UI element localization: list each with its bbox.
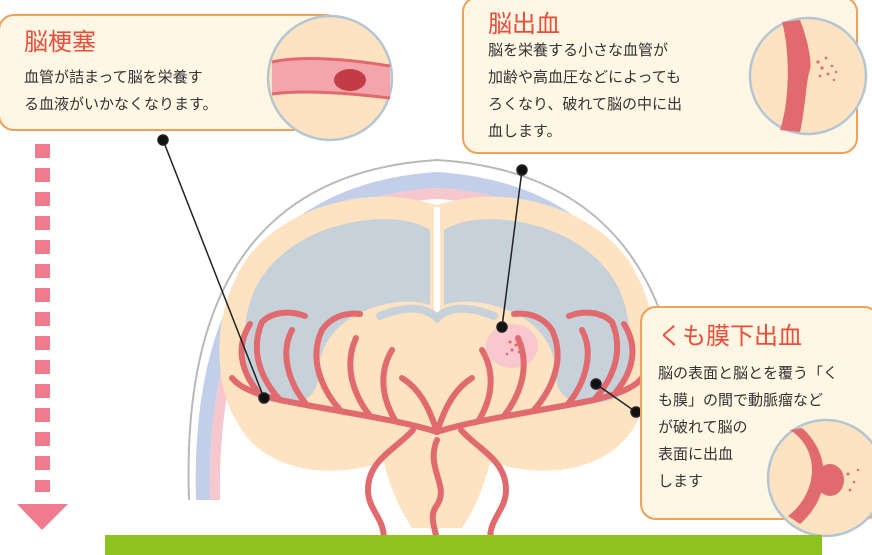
infarction-line: る血液がいかなくなります。 [24,95,218,113]
right-aca [434,375,475,435]
hemorrhage-line: 血します。 [488,122,562,140]
brain-gray-band [244,219,630,403]
left-branch-5 [253,309,308,403]
hemorrhage-description: 脳を栄養する小さな血管が 加齢や高血圧などによっても ろくなり、破れて脳の中に出… [488,37,682,145]
right-mca-trunk [434,375,645,435]
left-branch-3 [313,310,363,413]
right-branch-4 [565,327,591,407]
subarachnoid-line: します [658,472,704,490]
cerebral-arteries [229,309,645,549]
hemorrhage-title: 脳出血 [488,10,560,38]
right-branch-1 [476,347,494,423]
pointer-lines [157,134,642,418]
brain-cross-section [219,196,655,529]
hemorrhage-line: ろくなり、破れて脳の中に出 [488,95,682,113]
infarction-description: 血管が詰まって脳を栄養す る血液がいかなくなります。 [24,64,218,118]
infarction-target-dot [258,392,270,404]
aneurysm-icon [766,418,872,538]
infarction-pointer-dot [157,134,169,146]
left-branch-4 [283,327,309,407]
subarachnoid-line: 脳の表面と脳とを覆う「く [658,364,839,382]
infarction-pointer-line [162,139,265,399]
bottom-banner [105,535,822,555]
right-branch-2 [501,335,527,419]
hemorrhage-pointer-dot [516,164,528,176]
left-mca-trunk [229,375,440,435]
left-carotid [365,427,416,548]
hemorrhage-target-dot [496,321,508,333]
subarachnoid-line: が破れて脳の [658,418,748,436]
left-branch-6 [238,321,261,395]
left-branch-1 [380,347,398,423]
subarachnoid-title: くも膜下出血 [658,322,802,350]
hemorrhage-line: 加齢や高血圧などによっても [488,68,682,86]
right-branch-5 [566,309,621,403]
right-branch-6 [613,321,636,395]
left-aca [399,375,440,435]
subarachnoid-line: 表面に出血 [658,445,734,463]
hemorrhage-line: 脳を栄養する小さな血管が [488,41,669,59]
right-carotid [458,427,509,548]
ruptured-vessel-icon [748,16,868,136]
dashed-down-arrow-icon [17,144,68,530]
clogged-vessel-icon [266,14,394,142]
infarction-title: 脳梗塞 [24,28,96,56]
midline-fissure [434,207,440,315]
subarachnoid-target-dot [590,378,602,390]
subarachnoid-description: 脳の表面と脳とを覆う「く も膜」の間で動脈瘤など が破れて脳の 表面に出血 しま… [658,360,838,495]
ventricle-lines [376,304,498,324]
right-branch-3 [511,310,561,413]
basilar-artery [429,437,444,549]
left-branch-2 [347,335,373,419]
subarachnoid-pointer-line [595,383,637,413]
hemorrhage-pointer-line [501,169,523,328]
infarction-line: 血管が詰まって脳を栄養す [24,68,203,86]
subarachnoid-line: も膜」の間で動脈瘤など [658,391,824,409]
